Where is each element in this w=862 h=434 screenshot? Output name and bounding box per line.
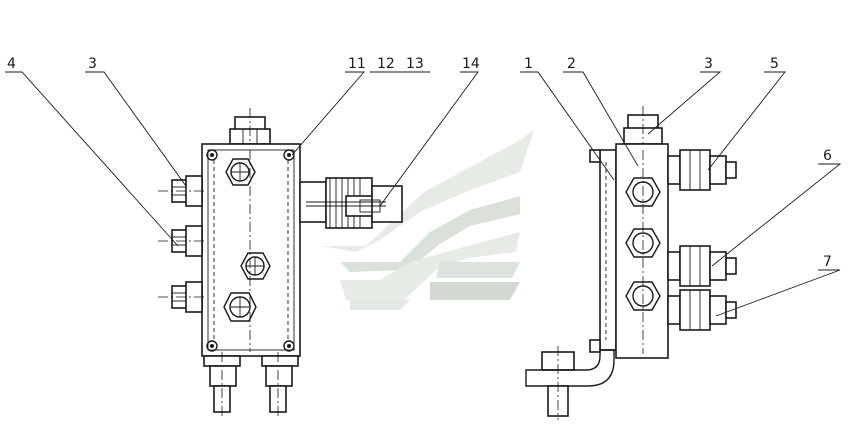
valve-block-left <box>201 143 301 357</box>
hex-nut <box>625 281 661 311</box>
solenoid-actuator <box>299 177 403 229</box>
hex-plug <box>223 292 257 322</box>
side-fitting <box>667 149 737 191</box>
side-fitting <box>158 225 206 257</box>
valve-block-right <box>615 143 669 359</box>
bottom-port <box>203 352 241 418</box>
callout-3-right: 3 <box>704 56 713 72</box>
side-fitting <box>158 175 206 207</box>
callout-leaders <box>5 71 842 317</box>
callout-13: 13 <box>406 56 424 72</box>
hex-nut <box>625 228 661 258</box>
callout-4: 4 <box>7 56 16 72</box>
corner-screw <box>206 149 218 161</box>
corner-screw <box>283 149 295 161</box>
callout-3-left: 3 <box>88 56 97 72</box>
callout-2: 2 <box>567 56 576 72</box>
callout-14: 14 <box>462 56 480 72</box>
side-fitting <box>667 245 737 287</box>
corner-screw <box>283 340 295 352</box>
watermark-logo <box>322 130 534 310</box>
hex-nut <box>625 177 661 207</box>
callout-6: 6 <box>823 148 832 164</box>
side-fitting <box>667 289 737 331</box>
bottom-elbow <box>525 346 615 420</box>
callout-5: 5 <box>770 56 779 72</box>
hex-plug <box>225 158 256 186</box>
hex-plug <box>240 252 271 280</box>
bottom-port <box>261 352 299 418</box>
left-view <box>158 108 403 418</box>
callout-1: 1 <box>524 56 533 72</box>
right-view <box>525 106 737 420</box>
callout-11: 11 <box>348 56 366 72</box>
side-fitting <box>158 281 206 313</box>
corner-screw <box>206 340 218 352</box>
callout-12: 12 <box>377 56 395 72</box>
callout-7: 7 <box>823 254 832 270</box>
callout-labels: 4 3 11 12 13 14 1 2 3 5 6 7 <box>7 56 832 270</box>
